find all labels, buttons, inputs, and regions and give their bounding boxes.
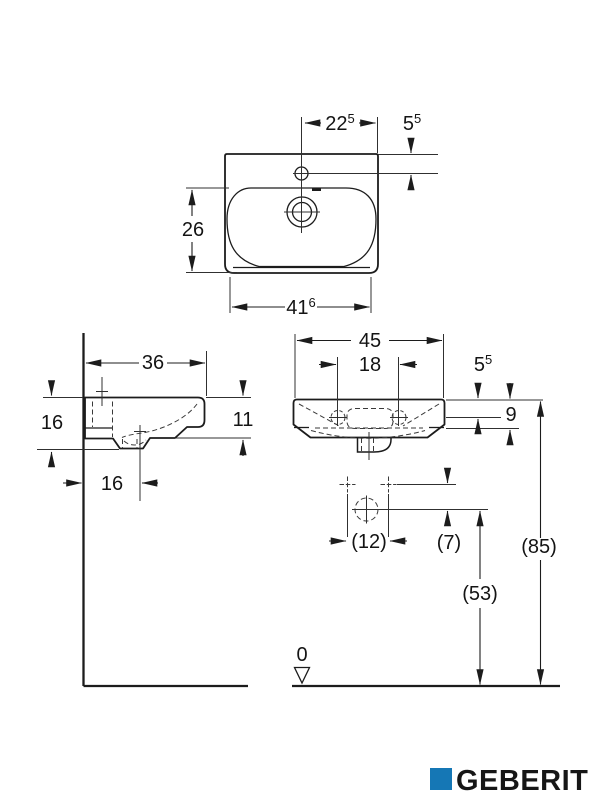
dim-label-drain-offset: (7) [437, 532, 461, 554]
geberit-logo: GEBERIT [430, 765, 588, 797]
installation-dimensions: (12) (7) (53) (85) 0 [292, 401, 560, 688]
dim-label-bowl-width: 416 [286, 295, 315, 319]
installation-dimension-arrows [329, 401, 545, 685]
dim-label-edge-to-hole: 55 [474, 352, 492, 376]
front-view: 45 18 55 9 [292, 330, 543, 460]
dim-label-edge-to-tap: 55 [403, 111, 421, 135]
side-view-centerlines [96, 377, 146, 501]
basin-side-profile [84, 396, 206, 450]
dim-label-wall-to-drain: 16 [101, 473, 123, 495]
front-view-dimension-arrows [296, 336, 514, 446]
top-view: 225 55 26 416 [182, 111, 438, 319]
installation-reference-lines [347, 484, 488, 537]
dim-label-fixing-holes: 18 [359, 354, 381, 376]
dim-label-tap-center-width: 225 [325, 111, 354, 135]
basin-top-outline [224, 153, 379, 274]
side-view: 36 16 11 16 [37, 333, 254, 688]
datum-zero-label: 0 [296, 644, 307, 666]
dim-label-rim-height-floor: (85) [521, 536, 557, 558]
top-view-dimension-arrows [188, 119, 415, 311]
front-view-reference-lines [294, 334, 543, 429]
dim-label-bowl-depth: 26 [182, 219, 204, 241]
dim-label-drain-height: (53) [462, 583, 498, 605]
dim-label-supply-spacing: (12) [351, 531, 387, 553]
bowl-outline [226, 187, 377, 268]
top-view-reference-lines [186, 117, 438, 313]
geberit-logo-text: GEBERIT [456, 765, 588, 797]
front-view-centerlines [329, 357, 408, 460]
dim-label-front-height: 11 [233, 409, 254, 431]
dim-label-total-height: 16 [41, 412, 63, 434]
side-view-hidden-lines [92, 401, 198, 448]
geberit-logo-square [430, 768, 452, 790]
datum-triangle [293, 666, 311, 685]
dim-label-total-width: 45 [359, 330, 381, 352]
basin-front-outline [292, 398, 446, 439]
side-view-reference-lines [37, 351, 251, 450]
dim-label-depth: 36 [142, 352, 164, 374]
dim-label-rim-height: 9 [505, 404, 516, 426]
side-view-dimension-arrows [47, 359, 247, 487]
drain-boss-outline [356, 437, 392, 453]
supply-connection-crosshairs [339, 476, 397, 493]
